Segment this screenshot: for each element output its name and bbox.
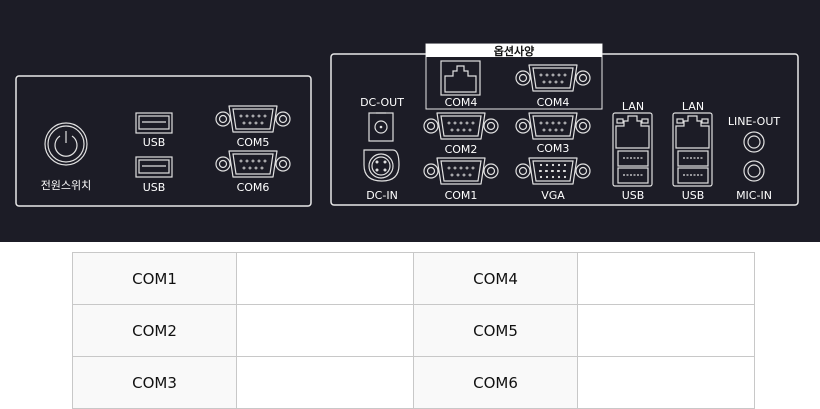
io-panel-diagram: 옵션사양 전원스위치 USB USB COM5 COM6 COM4 COM4 D…	[0, 0, 820, 242]
usb-port-icon	[135, 112, 173, 134]
com1-serial-port-icon	[423, 157, 499, 185]
com2-label: COM2	[445, 143, 478, 156]
com-port-table: COM1 COM4 COM2 COM5 COM3 COM6	[72, 252, 755, 409]
row-value	[236, 252, 414, 305]
table-row: COM1 COM4	[72, 252, 755, 305]
lan-usb-stack-icon-1	[612, 112, 653, 187]
row-label: COM2	[72, 304, 237, 357]
com5-serial-port-icon	[215, 105, 291, 133]
lan2-label: LAN	[682, 100, 704, 113]
left-port-group-frame	[15, 75, 312, 207]
io-panel-svg: 옵션사양 전원스위치 USB USB COM5 COM6 COM4 COM4 D…	[15, 43, 799, 207]
row-label: COM1	[72, 252, 237, 305]
vga-label: VGA	[541, 189, 565, 202]
usb-top-label: USB	[143, 136, 166, 149]
usb-bottom-label: USB	[143, 181, 166, 194]
row-value	[577, 304, 755, 357]
usb2-label: USB	[682, 189, 705, 202]
row-label: COM3	[72, 356, 237, 409]
com6-label: COM6	[237, 181, 270, 194]
usb1-label: USB	[622, 189, 645, 202]
com3-label: COM3	[537, 142, 570, 155]
com1-label: COM1	[445, 189, 478, 202]
opt-com4-rj45-label: COM4	[445, 96, 478, 109]
dc-in-label: DC-IN	[366, 189, 398, 202]
mic-in-jack-icon	[743, 160, 765, 182]
com2-serial-port-icon	[423, 112, 499, 140]
row-label: COM5	[413, 304, 578, 357]
dc-in-port-icon	[363, 149, 400, 182]
opt-com4-db9-label: COM4	[537, 96, 570, 109]
power-switch-label: 전원스위치	[41, 179, 92, 192]
optional-title-bar	[426, 44, 602, 57]
row-value	[577, 356, 755, 409]
com4-rj45-port-icon	[440, 60, 481, 96]
row-value	[236, 304, 414, 357]
lan-usb-stack-icon-2	[672, 112, 713, 187]
line-out-label: LINE-OUT	[728, 115, 781, 128]
table-row: COM3 COM6	[72, 356, 755, 409]
table-row: COM2 COM5	[72, 304, 755, 357]
com3-serial-port-icon	[515, 112, 591, 140]
power-button-icon	[44, 122, 88, 166]
com6-serial-port-icon	[215, 150, 291, 178]
lan1-label: LAN	[622, 100, 644, 113]
com4-serial-port-icon	[515, 64, 591, 92]
com5-label: COM5	[237, 136, 270, 149]
row-label: COM6	[413, 356, 578, 409]
vga-port-icon	[515, 157, 591, 185]
mic-in-label: MIC-IN	[736, 189, 772, 202]
usb-port-icon	[135, 156, 173, 178]
dc-out-jack-icon	[368, 112, 394, 142]
row-value	[577, 252, 755, 305]
dc-out-label: DC-OUT	[360, 96, 404, 109]
row-value	[236, 356, 414, 409]
line-out-jack-icon	[743, 131, 765, 153]
optional-title: 옵션사양	[494, 44, 534, 58]
row-label: COM4	[413, 252, 578, 305]
